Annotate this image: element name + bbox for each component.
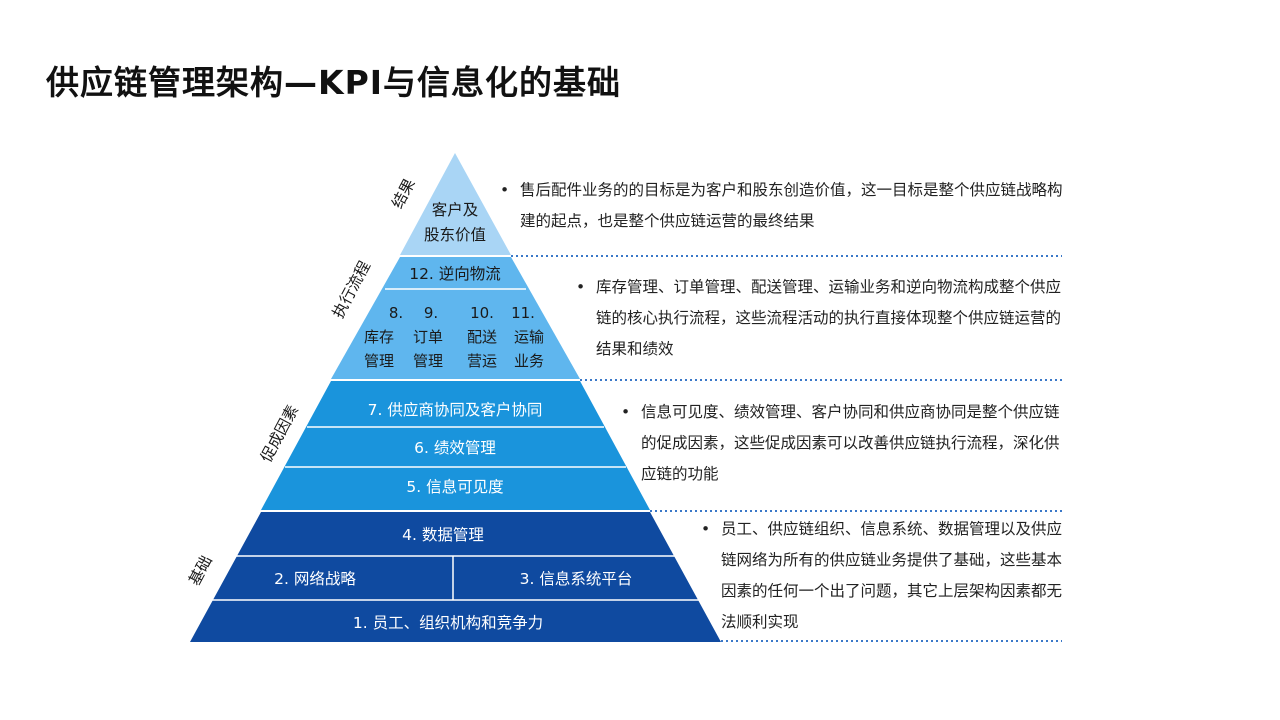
apex-line2: 股东价值 <box>424 226 486 244</box>
execution-tier <box>331 257 580 379</box>
process-num: 10. <box>470 304 494 322</box>
description-text: 库存管理、订单管理、配送管理、运输业务和逆向物流构成整个供应链的核心执行流程，这… <box>596 278 1062 358</box>
bullet: • <box>701 520 711 538</box>
process-line2: 业务 <box>514 352 544 370</box>
data-management-label: 4. 数据管理 <box>402 526 484 544</box>
info-system-label: 3. 信息系统平台 <box>520 570 633 588</box>
page-title: 供应链管理架构—KPI与信息化的基础 <box>46 63 622 102</box>
foundation-tier <box>190 512 721 642</box>
bullet: • <box>621 403 631 421</box>
process-line1: 配送 <box>467 328 497 346</box>
network-strategy-label: 2. 网络战略 <box>274 570 356 588</box>
reverse-logistics-label: 12. 逆向物流 <box>409 265 501 283</box>
side-label-result: 结果 <box>388 176 418 212</box>
side-label-execution: 执行流程 <box>329 258 374 321</box>
description-text: 售后配件业务的的目标是为客户和股东创造价值，这一目标是整个供应链战略构建的起点，… <box>520 181 1063 230</box>
performance-label: 6. 绩效管理 <box>414 439 496 457</box>
process-line2: 管理 <box>364 352 394 370</box>
visibility-label: 5. 信息可见度 <box>406 478 503 496</box>
process-line1: 库存 <box>364 328 394 346</box>
apex-line1: 客户及 <box>432 201 479 219</box>
bullet: • <box>576 278 586 296</box>
enablers-tier <box>261 381 650 510</box>
collaboration-label: 7. 供应商协同及客户协同 <box>368 400 543 419</box>
bullet: • <box>500 181 510 199</box>
side-label-foundation: 基础 <box>185 553 215 589</box>
description-foundation: • 员工、供应链组织、信息系统、数据管理以及供应链网络为所有的供应链业务提供了基… <box>701 514 1070 638</box>
process-line2: 管理 <box>413 352 443 370</box>
process-line1: 运输 <box>514 328 544 346</box>
process-line1: 订单 <box>413 328 443 346</box>
description-text: 信息可见度、绩效管理、客户协同和供应商协同是整个供应链的促成因素，这些促成因素可… <box>641 403 1060 483</box>
description-text: 员工、供应链组织、信息系统、数据管理以及供应链网络为所有的供应链业务提供了基础，… <box>721 520 1063 631</box>
apex-tier <box>400 153 511 255</box>
description-enablers: • 信息可见度、绩效管理、客户协同和供应商协同是整个供应链的促成因素，这些促成因… <box>621 397 1070 490</box>
description-result: • 售后配件业务的的目标是为客户和股东创造价值，这一目标是整个供应链战略构建的起… <box>500 175 1070 237</box>
process-num: 11. <box>511 304 535 322</box>
process-num: 9. <box>424 304 438 322</box>
people-label: 1. 员工、组织机构和竞争力 <box>353 614 543 632</box>
process-line2: 营运 <box>467 352 497 370</box>
process-num: 8. <box>389 304 403 322</box>
description-execution: • 库存管理、订单管理、配送管理、运输业务和逆向物流构成整个供应链的核心执行流程… <box>576 272 1070 365</box>
